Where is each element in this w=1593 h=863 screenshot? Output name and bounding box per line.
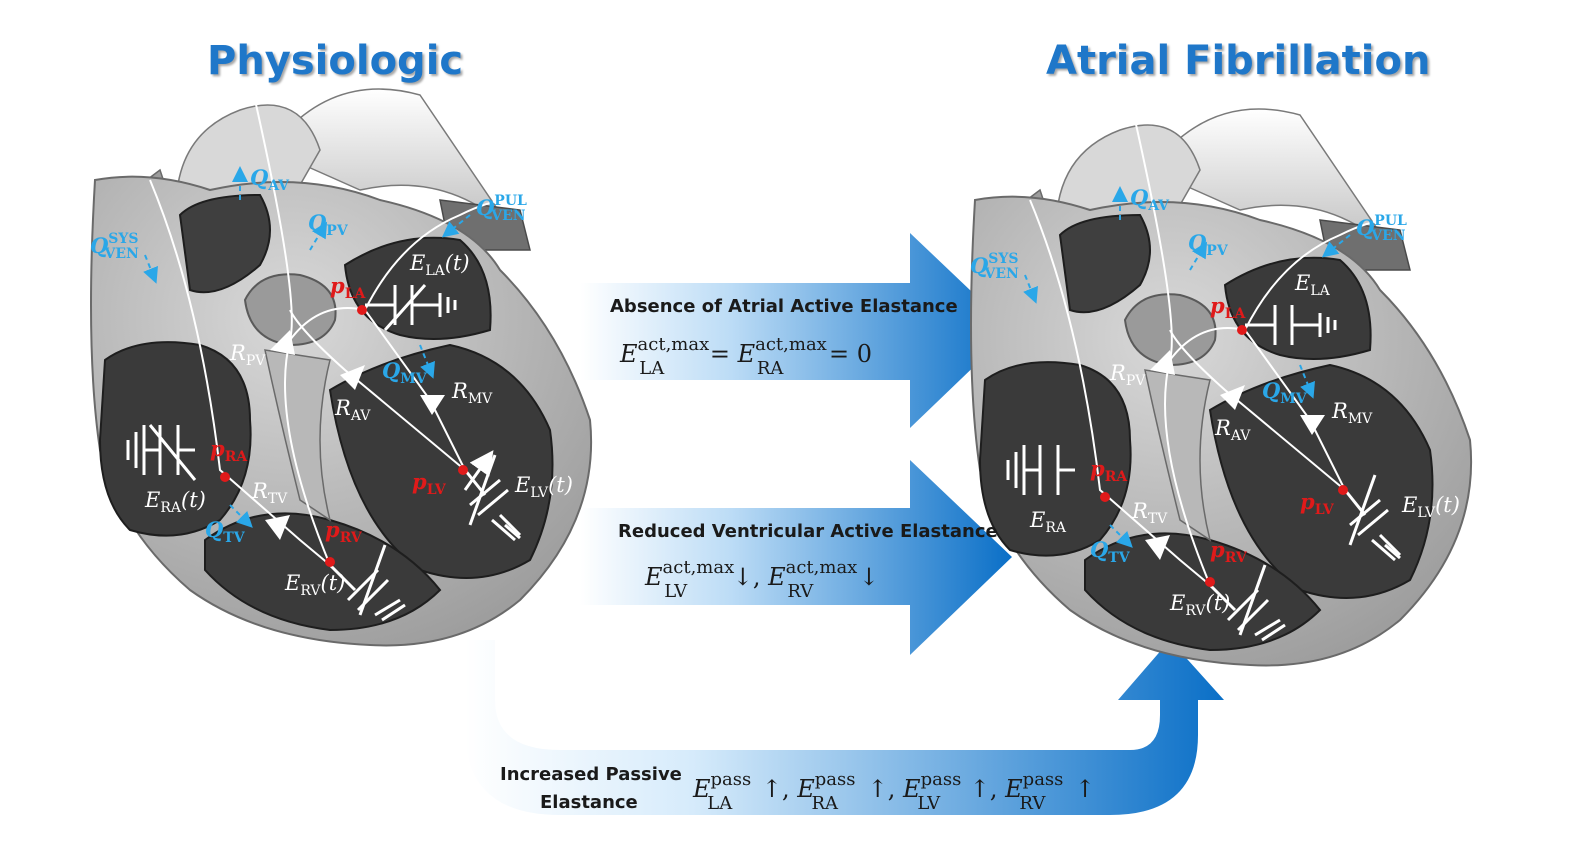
flow-arrow-icon bbox=[309, 221, 328, 251]
label-p-rv: pRV bbox=[325, 517, 363, 546]
label-q-pv: QPV bbox=[308, 210, 349, 239]
label-r-av: RAV bbox=[334, 396, 371, 424]
label-e-rv: ERV(t) bbox=[1169, 591, 1230, 619]
label-r-pv: RPV bbox=[1109, 361, 1146, 389]
label-e-la: ELA bbox=[1294, 271, 1331, 299]
title-atrial-fibrillation: Atrial Fibrillation bbox=[1046, 38, 1431, 84]
pressure-node-icon bbox=[1237, 325, 1247, 335]
capacitor-icon bbox=[1208, 564, 1286, 642]
valve-icon bbox=[1145, 535, 1170, 560]
pressure-node-icon bbox=[1205, 577, 1215, 587]
flow-arrow-icon bbox=[1189, 241, 1208, 271]
label-e-lv: ELV(t) bbox=[1401, 493, 1460, 521]
valve-icon bbox=[270, 330, 295, 355]
flow-arrow-icon bbox=[229, 504, 253, 528]
label-p-lv: pLV bbox=[412, 469, 447, 498]
valve-icon bbox=[1220, 385, 1245, 410]
label-p-la: pLA bbox=[330, 273, 367, 302]
capacitor-icon bbox=[365, 284, 457, 331]
ventricular-change-title: Reduced Ventricular Active Elastance bbox=[618, 521, 998, 542]
label-r-tv: RTV bbox=[1131, 499, 1168, 527]
passive-elastance-arrow bbox=[465, 640, 1224, 815]
label-q-av: QAV bbox=[1130, 185, 1170, 214]
pressure-node-icon bbox=[325, 557, 335, 567]
capacitor-icon bbox=[328, 544, 406, 622]
valve-icon bbox=[340, 365, 365, 390]
pressure-node-icon bbox=[357, 305, 367, 315]
flow-arrow-icon bbox=[143, 254, 158, 284]
atrial-elastance-arrow bbox=[580, 233, 1012, 428]
label-q-tv: QTV bbox=[1090, 537, 1131, 566]
capacitor-icon bbox=[1006, 445, 1075, 495]
label-r-mv: RMV bbox=[1331, 399, 1373, 427]
valve-icon bbox=[420, 395, 445, 415]
label-q-av: QAV bbox=[250, 165, 290, 194]
label-e-ra: ERA bbox=[1029, 508, 1067, 536]
label-e-ra: ERA(t) bbox=[144, 488, 206, 516]
flow-arrow-icon bbox=[1109, 524, 1133, 548]
label-p-rv: pRV bbox=[1210, 537, 1248, 566]
label-r-tv: RTV bbox=[251, 479, 288, 507]
ventricular-elastance-arrow bbox=[580, 460, 1012, 655]
valve-icon bbox=[1300, 415, 1325, 435]
valve-icon bbox=[1150, 350, 1175, 375]
label-q-mv: QMV bbox=[1262, 378, 1308, 407]
label-q-pv: QPV bbox=[1188, 230, 1229, 259]
label-p-ra: pRA bbox=[210, 436, 248, 465]
flow-arrow-icon bbox=[1023, 274, 1038, 304]
pressure-node-icon bbox=[458, 465, 468, 475]
valve-icon bbox=[265, 515, 290, 540]
label-e-la: ELA(t) bbox=[409, 251, 470, 279]
passive-change-title-line1: Increased Passive bbox=[500, 764, 682, 785]
label-q-tv: QTV bbox=[205, 517, 246, 546]
label-r-mv: RMV bbox=[451, 379, 493, 407]
label-p-ra: pRA bbox=[1090, 456, 1128, 485]
pressure-node-icon bbox=[220, 472, 230, 482]
capacitor-icon bbox=[1343, 474, 1402, 562]
capacitor-icon bbox=[126, 424, 197, 481]
label-p-la: pLA bbox=[1210, 293, 1247, 322]
capacitor-icon bbox=[1245, 305, 1337, 345]
label-e-lv: ELV(t) bbox=[514, 473, 573, 501]
title-physiologic: Physiologic bbox=[207, 38, 464, 84]
pressure-node-icon bbox=[1338, 485, 1348, 495]
atrial-change-title: Absence of Atrial Active Elastance bbox=[610, 296, 958, 317]
label-p-lv: pLV bbox=[1300, 489, 1335, 518]
label-e-rv: ERV(t) bbox=[284, 571, 345, 599]
pressure-node-icon bbox=[1100, 492, 1110, 502]
label-r-pv: RPV bbox=[229, 341, 266, 369]
label-q-mv: QMV bbox=[382, 358, 428, 387]
passive-change-title-line2: Elastance bbox=[540, 792, 638, 813]
label-r-av: RAV bbox=[1214, 416, 1251, 444]
